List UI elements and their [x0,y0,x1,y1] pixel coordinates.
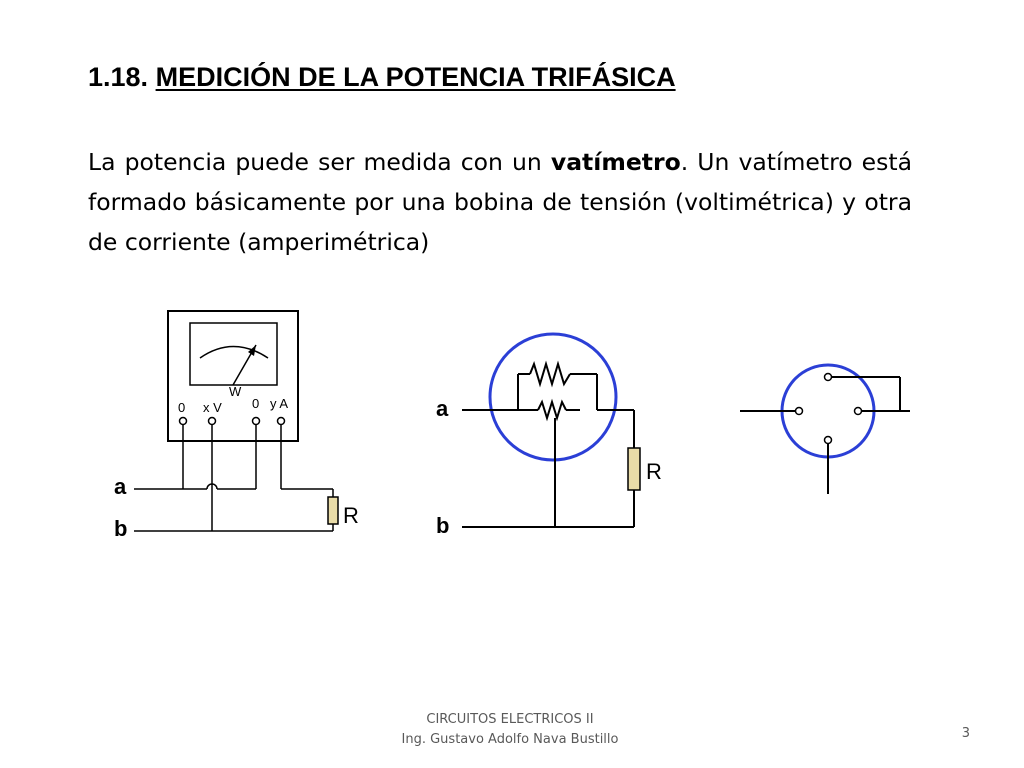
wattmeter-symbol-diagram [740,363,910,494]
terminal-ya [276,416,286,426]
meter-scale-arc [199,345,269,359]
node-b-label-1: b [114,516,127,541]
symbol-terminal-left [794,406,804,416]
resistor-label-2: R [646,459,662,484]
terminal-xv [207,416,217,426]
page-number: 3 [961,726,970,741]
footer: CIRCUITOS ELECTRICOS II Ing. Gustavo Ado… [360,710,660,750]
symbol-terminal-top [823,372,833,382]
paragraph-part2: . Un vatímetro está formado básicamente … [88,148,912,256]
node-a-label-2: a [436,396,449,421]
footer-author: Ing. Gustavo Adolfo Nava Bustillo [401,732,619,747]
title-number: 1.18. [88,62,149,92]
title-text: MEDICIÓN DE LA POTENCIA TRIFÁSICA [155,62,676,92]
wattmeter-display [189,322,278,386]
terminal-ya-label: y A [270,396,288,411]
paragraph-bold-term: vatímetro [550,148,681,176]
resistor-r2 [627,447,641,491]
voltage-coil-resistor [529,360,571,388]
symbol-terminal-right [853,406,863,416]
terminal-0-right [251,416,261,426]
paragraph-part1: La potencia puede ser medida con un [88,148,551,176]
resistor-r1 [327,496,339,525]
terminal-xv-label: x V [203,400,222,415]
body-paragraph: La potencia puede ser medida con un vatí… [88,142,912,262]
node-a-label-1: a [114,474,127,499]
terminal-0-right-label: 0 [252,396,259,411]
wattmeter-schematic-diagram [462,332,641,528]
needle-arrow-icon [248,345,256,356]
current-coil-resistor [537,398,567,422]
wattmeter-symbol-circle [488,332,618,462]
wattmeter-circuit-diagram [134,310,339,532]
symbol-terminal-bottom [823,435,833,445]
resistor-label-1: R [343,503,359,528]
node-b-label-2: b [436,513,449,538]
wire-crossover [206,483,218,490]
terminal-0-left [178,416,188,426]
terminal-0-left-label: 0 [178,400,185,415]
wattmeter-case [167,310,299,442]
meter-symbol: W [229,384,242,399]
footer-course: CIRCUITOS ELECTRICOS II [426,712,594,727]
slide-title: 1.18. MEDICIÓN DE LA POTENCIA TRIFÁSICA [88,62,676,93]
